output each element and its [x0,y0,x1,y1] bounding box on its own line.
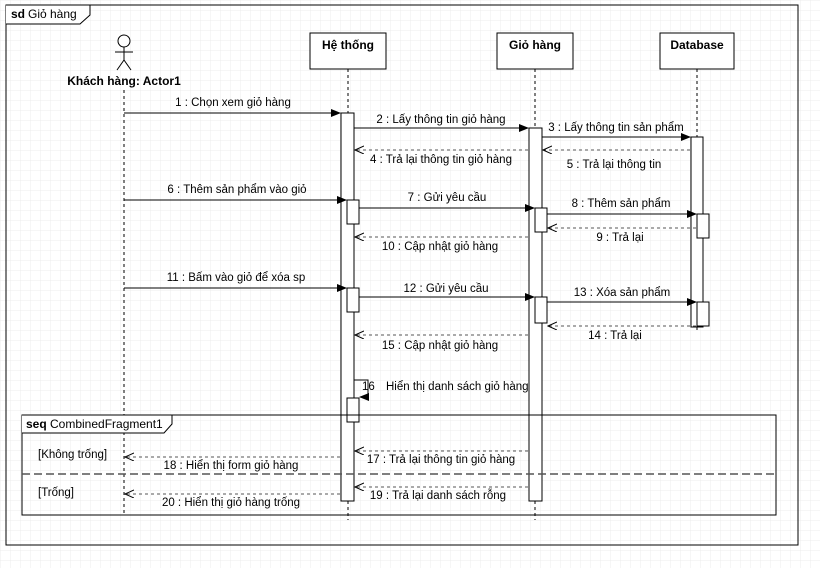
fragment-keyword: seq [26,417,47,431]
lifeline-gio-hang[interactable]: Giỏ hàng [496,32,574,70]
message-3-label: 3 : Lấy thông tin sản phẩm [548,122,684,134]
message-9-label: 9 : Trả lại [596,232,643,244]
lifeline-he-thong[interactable]: Hệ thống [309,32,387,70]
activation-database-add [696,213,710,239]
message-14-label: 14 : Trả lại [588,330,642,342]
message-13-label: 13 : Xóa sản phẩm [574,287,671,299]
message-12-label: 12 : Gửi yêu cầu [403,283,488,295]
combined-fragment-tab [22,414,173,434]
sd-frame-name: Giỏ hàng [28,7,77,21]
message-5-label: 5 : Trả lại thông tin [567,159,662,171]
message-6-label: 6 : Thêm sản phẩm vào giỏ [167,184,306,196]
message-17-label: 17 : Trả lại thông tin giỏ hàng [367,454,515,466]
message-16-arrow[interactable] [354,379,369,401]
activation-he-thong-remove [346,287,360,313]
message-11-label: 11 : Bấm vào giỏ để xóa sp [167,272,306,284]
activation-database-remove [696,301,710,327]
activation-gio-hang-add [534,207,548,233]
lifeline-head-database [659,32,735,70]
activation-he-thong-add [346,199,360,225]
combined-fragment[interactable] [21,414,777,516]
message-10-label: 10 : Cập nhật giỏ hàng [382,241,498,253]
message-7-label: 7 : Gửi yêu cầu [408,192,487,204]
sd-keyword: sd [11,7,25,21]
message-19-label: 19 : Trả lại danh sách rỗng [370,489,506,502]
sd-frame[interactable] [5,4,799,546]
message-4-label: 4 : Trả lại thông tin giỏ hàng [370,154,512,166]
lifeline-database[interactable]: Database [659,32,735,70]
message-15-label: 15 : Cập nhật giỏ hàng [382,340,498,352]
activation-gio-hang-remove [534,296,548,324]
message-16-label: Hiển thị danh sách giỏ hàng [386,381,529,393]
activation-he-thong-self [346,397,360,423]
sd-frame-tab [6,4,91,25]
fragment-name: CombinedFragment1 [50,417,163,431]
actor-left-leg [116,59,125,71]
lifeline-head-gio-hang [496,32,574,70]
message-20-label: 20 : Hiển thị giỏ hàng trống [162,497,300,509]
actor-head [117,34,131,48]
message-18-label: 18 : Hiển thị form giỏ hàng [164,460,299,472]
actor-right-leg [123,59,132,71]
message-2-label: 2 : Lấy thông tin giỏ hàng [376,114,505,126]
lifeline-label-gio-hang: Giỏ hàng [509,38,561,52]
actor-khach-hang[interactable] [115,34,133,71]
message-1-label: 1 : Chọn xem giỏ hàng [175,97,291,109]
fragment-guard-1: [Không trống] [38,449,107,461]
actor-label: Khách hàng: Actor1 [67,74,181,88]
message-8-label: 8 : Thêm sản phẩm [572,198,671,210]
message-16-number: 16 [362,381,375,393]
lifeline-head-he-thong [309,32,387,70]
lifeline-label-database: Database [670,38,724,52]
lifeline-label-he-thong: Hệ thống [322,38,374,52]
fragment-guard-2: [Trống] [38,487,74,499]
